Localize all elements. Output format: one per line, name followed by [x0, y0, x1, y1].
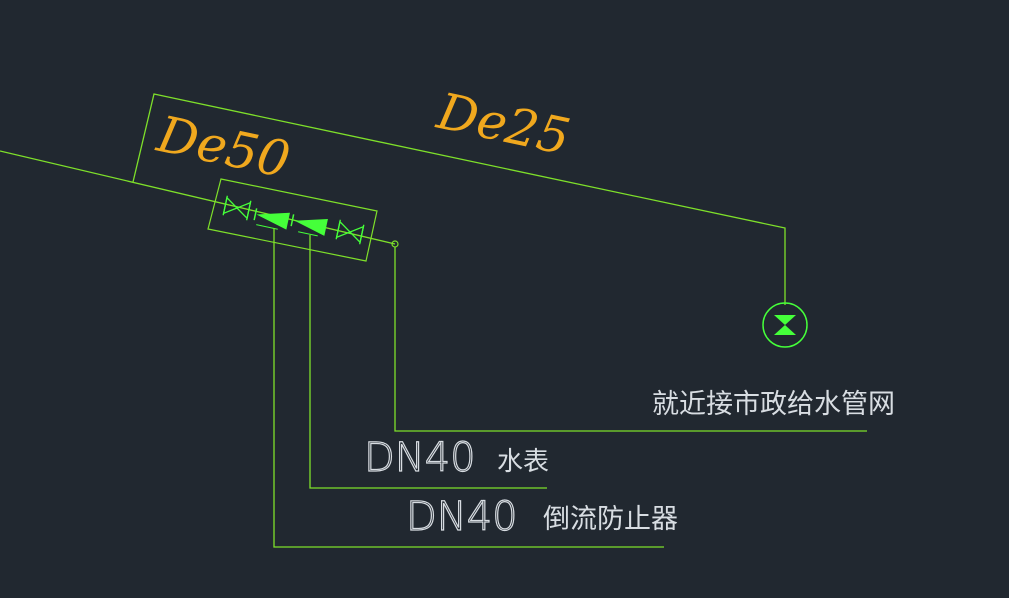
- municipal-leader-line: [394, 247, 867, 432]
- main-pipe-line: [0, 150, 396, 245]
- pipe-label-de50: De50: [152, 105, 295, 190]
- gate-valve-left-icon: [222, 195, 252, 221]
- meter-size-label: DN40: [364, 435, 476, 481]
- pipe-label-de25: De25: [432, 82, 575, 167]
- backflow-leader-line: [273, 228, 664, 548]
- meter-leader-line: [309, 235, 547, 489]
- municipal-connection-note: 就近接市政给水管网: [652, 389, 895, 420]
- water-meter-icon: [253, 208, 290, 230]
- backflow-size-label: DN40: [406, 494, 518, 540]
- backflow-name-label: 倒流防止器: [543, 504, 678, 535]
- backflow-preventer-icon: [290, 214, 328, 237]
- de50-leader-line: [132, 93, 786, 305]
- municipal-connection-valve-icon: [762, 302, 808, 348]
- meter-assembly-box: [207, 178, 378, 262]
- meter-name-label: 水表: [497, 447, 549, 477]
- gate-valve-right-icon: [335, 219, 365, 245]
